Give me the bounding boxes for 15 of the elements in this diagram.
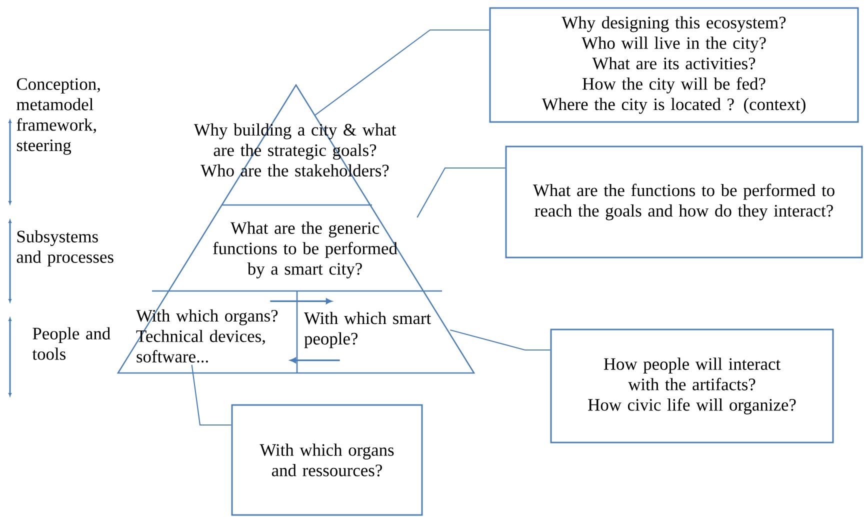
leader-line — [314, 29, 490, 116]
side-label: Conception, metamodel framework, steering — [16, 78, 100, 155]
arrow — [290, 358, 340, 364]
leader-line — [191, 364, 232, 426]
leader-line — [450, 329, 550, 351]
question-box: What are the functions to be performed to reach the goals and how do they interact? — [505, 146, 863, 258]
side-label: Subsystems and processes — [16, 230, 114, 266]
question-box: With which organs and ressources? — [231, 404, 423, 516]
side-label: People and tools — [32, 327, 110, 360]
question-box: Why designing this ecosystem? Who will live in the city? What are its activities? How the city will be fed? Where the city is located ? (context) — [489, 7, 859, 123]
leader-line — [416, 167, 506, 218]
tier-text: With which smart people? — [304, 312, 432, 348]
question-box: How people will interact with the artifacts? How civic life will organize? — [550, 328, 834, 444]
arrow — [270, 298, 332, 304]
tier-text: What are the generic functions to be performed by a smart city? — [213, 222, 398, 278]
